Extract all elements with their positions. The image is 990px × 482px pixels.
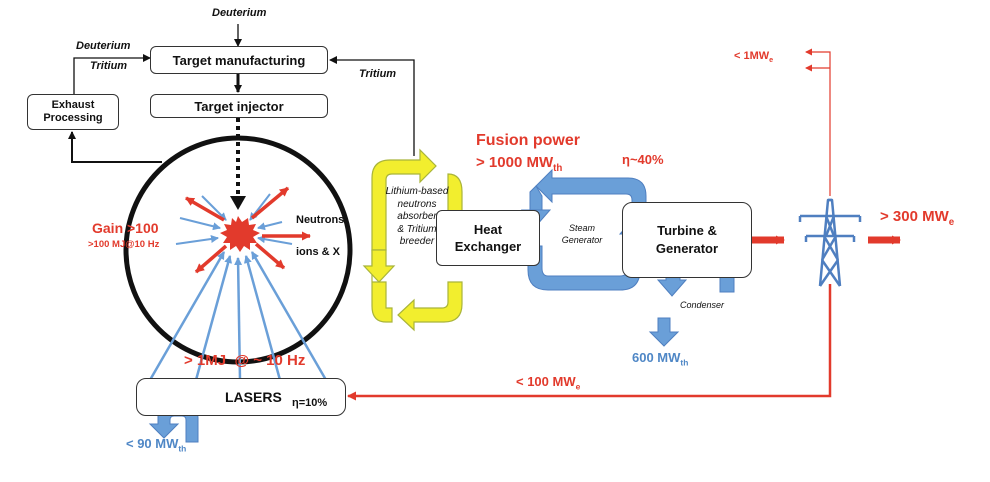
recirculating-power-arrow [347, 284, 832, 401]
transmission-tower-icon [798, 198, 862, 287]
target-manufacturing-label: Target manufacturing [172, 52, 306, 68]
deuterium-left-label: Deuterium [76, 40, 131, 52]
laser-loss-value: < 90 MW [126, 436, 179, 451]
exhaust-to-manufacturing-arrow [73, 54, 151, 94]
condenser-loss-subscript: th [680, 357, 689, 368]
fusion-power-value-label: > 1000 MWth [476, 154, 562, 174]
neutrons-label: Neutrons [296, 214, 345, 226]
ions-x-label: ions & X [296, 246, 341, 258]
gain-energy-label: >100 MJ@10 Hz [88, 239, 160, 250]
grid-output-label: > 300 MWe [880, 208, 954, 228]
condenser-loss-value: 600 MW [632, 350, 681, 365]
steam-efficiency-label: η~40% [622, 152, 664, 167]
house-load-arrow-1 [805, 48, 831, 196]
laser-efficiency-label: η=10% [292, 397, 328, 409]
recirculating-power-subscript: e [575, 381, 581, 392]
deuterium-top-label: Deuterium [212, 7, 267, 19]
target-injector-box: Target injector [150, 94, 328, 118]
steam-line-1: Steam [568, 223, 595, 233]
recirculating-power-label: < 100 MWe [516, 374, 580, 392]
target-injector-label: Target injector [194, 98, 284, 114]
condenser-label: Condenser [680, 300, 725, 310]
turbine-generator-label: Turbine & Generator [655, 223, 719, 256]
house-load-subscript: e [769, 56, 774, 65]
heat-exchanger-box: Heat Exchanger [436, 210, 540, 266]
exhaust-processing-box: Exhaust Processing [27, 94, 119, 130]
inward-beam-arrows [175, 193, 293, 245]
lasers-box: LASERS [136, 378, 346, 416]
steam-line-2: Generator [561, 235, 603, 245]
laser-beam-lines [148, 251, 328, 381]
target-injection-arrowhead [230, 196, 246, 210]
house-load-label: < 1MWe [734, 50, 773, 64]
lasers-label: LASERS [225, 389, 282, 405]
grid-output-value: > 300 MW [880, 208, 949, 225]
tritium-right-label: Tritium [359, 68, 397, 80]
laser-energy-label: > 1MJ @ ~ 10 Hz [184, 352, 306, 369]
laser-loss-label: < 90 MWth [126, 436, 186, 454]
target-manufacturing-box: Target manufacturing [150, 46, 328, 74]
house-load-value: < 1MW [734, 50, 770, 62]
reaction-chamber [123, 135, 353, 365]
turbine-generator-box: Turbine & Generator [622, 202, 752, 278]
breeder-line-1: Lithium-based [385, 186, 449, 197]
condenser-loss-label: 600 MWth [632, 350, 688, 368]
breeder-line-5: breeder [399, 236, 435, 247]
tritium-left-label: Tritium [90, 60, 128, 72]
chamber-to-exhaust-arrow [68, 131, 162, 163]
breeder-line-2: neutrons [397, 198, 437, 210]
recirculating-power-value: < 100 MW [516, 374, 576, 389]
exhaust-processing-label: Exhaust Processing [43, 99, 103, 124]
breeder-loop [362, 148, 472, 332]
breeder-label: Lithium-based neutrons absorber & Tritiu… [380, 186, 454, 249]
grid-output-subscript: e [948, 217, 955, 228]
fusion-target-icon [220, 216, 260, 252]
breeder-line-3: absorber [397, 211, 437, 222]
gain-label: Gain >100 [92, 220, 159, 236]
fusion-power-value: > 1000 MW [476, 154, 554, 171]
steam-generator-label: Steam Generator [552, 222, 612, 246]
outward-energy-arrows [185, 186, 311, 274]
laser-loss-subscript: th [178, 443, 187, 454]
heat-exchanger-label: Heat Exchanger [454, 222, 522, 254]
breeder-line-4: & Tritium [397, 223, 437, 235]
fusion-power-title: Fusion power [476, 132, 580, 149]
fusion-power-subscript: th [553, 163, 563, 174]
tritium-return-arrow [329, 56, 415, 156]
